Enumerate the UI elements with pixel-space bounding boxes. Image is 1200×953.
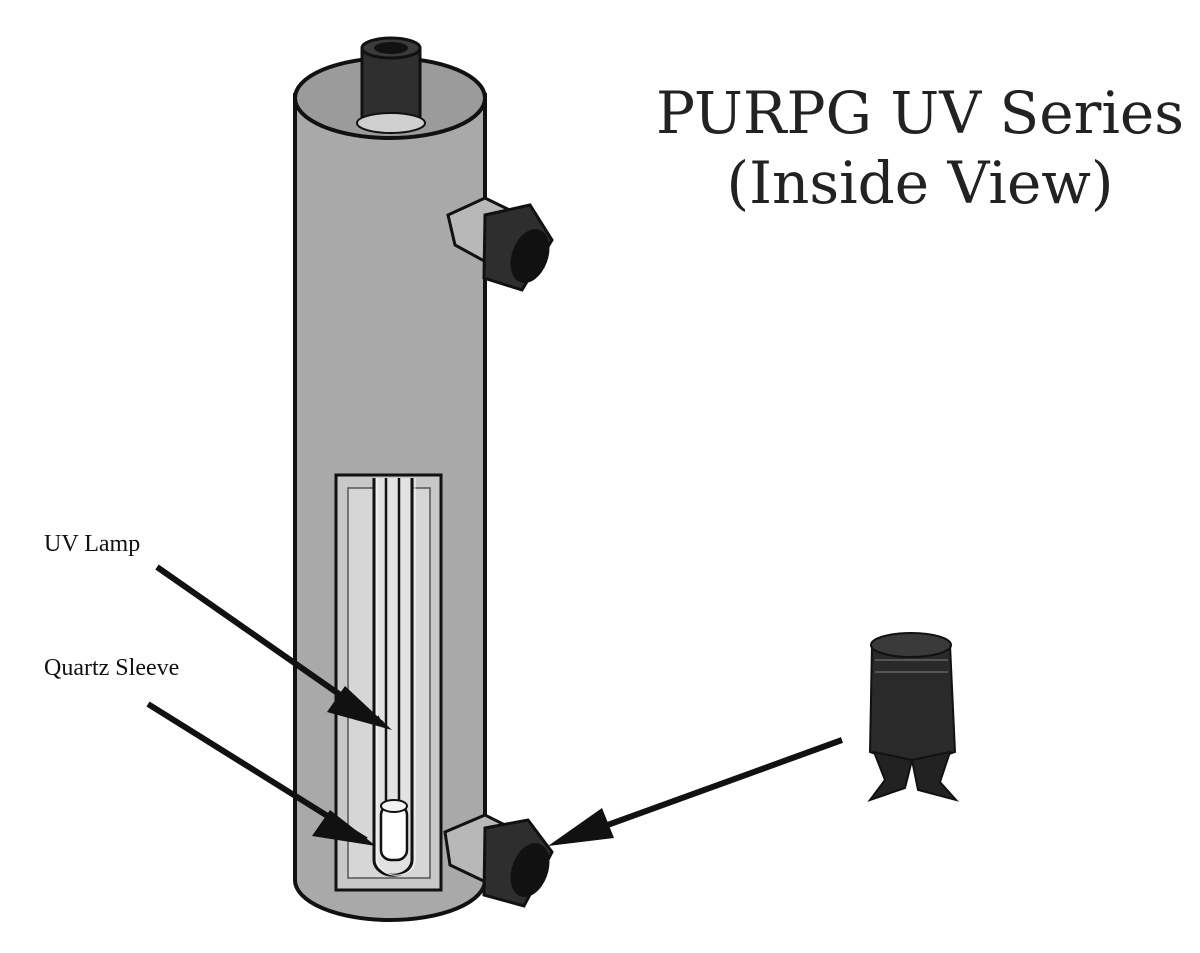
uv-lamp	[379, 478, 409, 862]
quartz-sleeve-arrow	[146, 701, 376, 846]
uv-lamp-arrow	[155, 564, 392, 730]
upper-side-port	[446, 196, 554, 292]
title-line-1: PURPG UV Series	[656, 79, 1184, 147]
title-line-2: (Inside View)	[726, 149, 1114, 217]
lower-side-port	[443, 813, 554, 908]
quartz-sleeve	[372, 478, 416, 877]
quartz-sleeve-label: Quartz Sleeve	[44, 655, 180, 681]
uv-lamp-label: UV Lamp	[44, 531, 141, 557]
diagram-title: PURPG UV Series (Inside View)	[640, 78, 1200, 218]
nozzle-arrow	[548, 737, 844, 846]
top-port	[356, 36, 426, 134]
flow-nozzle-part	[867, 632, 959, 802]
